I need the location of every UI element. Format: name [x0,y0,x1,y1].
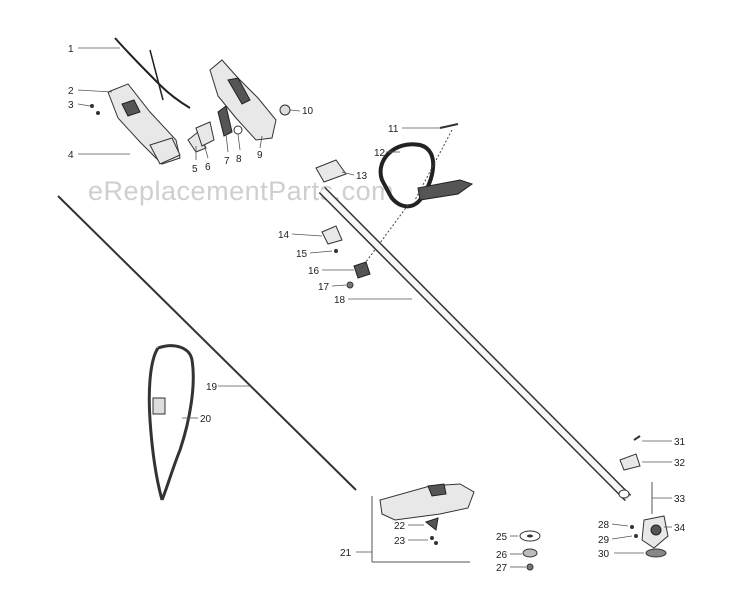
callout-34: 34 [674,523,686,534]
callout-19: 19 [206,382,218,393]
assembly-guide [359,204,409,271]
bracket-13-part [315,159,347,183]
callout-16: 16 [308,266,320,277]
callout-4: 4 [68,150,74,161]
clamp-14-part [321,225,343,245]
shoulder-strap-part [147,344,195,501]
callout-25: 25 [496,532,508,543]
washer-26-part [522,548,538,558]
callout-31: 31 [674,437,686,448]
callout-9: 9 [257,150,263,161]
screw-29-part [634,534,638,538]
callout-17: 17 [318,282,330,293]
callout-12: 12 [374,148,386,159]
nut-10-part [279,104,291,116]
assembly-guide-bolt [414,129,453,201]
drive-shaft-part [57,195,357,491]
gear-head-part [641,482,669,549]
callout-30: 30 [598,549,610,560]
callout-20: 20 [200,414,212,425]
screw-15-part [334,249,338,253]
bolt-11-part [439,123,459,129]
watermark-text: eReplacementParts.com [88,176,394,206]
callout-21: 21 [340,548,352,559]
callout-23: 23 [394,536,406,547]
callout-28: 28 [598,520,610,531]
screw-28-part [630,525,634,529]
callout-6: 6 [205,162,211,173]
lever-parts [217,105,243,137]
callout-32: 32 [674,458,686,469]
callout-8: 8 [236,154,242,165]
callout-18: 18 [334,295,346,306]
bracket-22-part [424,517,439,531]
flange-30-part [645,548,667,558]
callout-33: 33 [674,494,686,505]
callout-1: 1 [68,44,74,55]
callout-7: 7 [224,156,230,167]
leader-lines [77,47,672,568]
clamp-32-part [619,453,641,471]
shield-part [371,483,475,563]
callout-3: 3 [68,100,74,111]
screw-23-part [430,536,438,545]
washer-25-part [519,530,541,542]
callout-11: 11 [388,124,399,135]
callout-13: 13 [356,171,368,182]
screw-31-part [633,435,641,441]
screw-3-part [90,104,100,115]
nut-17-part [346,281,354,289]
callout-10: 10 [302,106,314,117]
callout-2: 2 [68,86,74,97]
drive-tube-part [318,186,632,502]
trigger-parts [187,121,215,153]
callout-26: 26 [496,550,508,561]
handle-housing-part [107,83,181,165]
clamp-16-part [353,261,371,279]
handle-half-part [209,59,277,141]
callout-5: 5 [192,164,198,175]
throttle-cable-part [114,37,191,109]
callout-22: 22 [394,521,406,532]
callout-14: 14 [278,230,290,241]
callout-29: 29 [598,535,610,546]
callout-15: 15 [296,249,308,260]
loop-handle-part [378,142,474,209]
callout-labels: 1 2 3 4 5 6 7 8 9 10 11 12 13 14 15 16 1… [68,44,686,574]
callout-27: 27 [496,563,508,574]
nut-27-part [526,563,534,571]
